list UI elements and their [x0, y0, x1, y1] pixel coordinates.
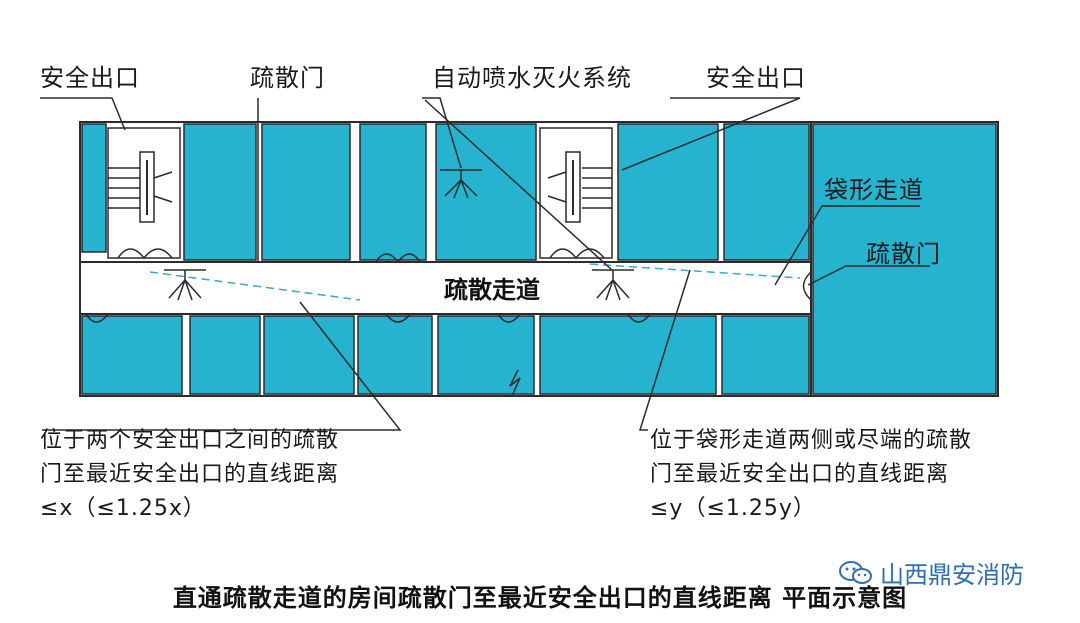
note-right-line-2: 门至最近安全出口的直线距离	[650, 462, 950, 487]
sprinkler-icon	[164, 169, 634, 301]
diagram-caption: 直通疏散走道的房间疏散门至最近安全出口的直线距离 平面示意图	[172, 584, 908, 612]
note-left-line-3: ≤x（≤1.25x）	[40, 496, 206, 521]
note-right-line-1: 位于袋形走道两侧或尽端的疏散	[650, 428, 973, 453]
room	[437, 315, 535, 395]
watermark-text: 山西鼎安消防	[880, 561, 1024, 589]
label-door-top: 疏散门	[250, 64, 325, 92]
break-mark	[509, 369, 521, 397]
room	[183, 123, 257, 261]
label-corridor: 疏散走道	[444, 276, 540, 304]
room	[721, 315, 810, 395]
rooms	[81, 123, 997, 395]
watermark: 山西鼎安消防	[838, 555, 1024, 590]
note-right-line-3: ≤y（≤1.25y）	[650, 496, 816, 521]
room	[81, 123, 107, 253]
distance-lines	[149, 263, 801, 301]
building-outline	[79, 121, 999, 397]
stair-icon	[107, 127, 181, 259]
label-exit-left: 安全出口	[40, 64, 140, 92]
room	[189, 315, 261, 395]
room	[359, 123, 427, 261]
label-exit-right: 安全出口	[706, 64, 806, 92]
note-left-line-2: 门至最近安全出口的直线距离	[40, 462, 340, 487]
walls	[79, 121, 999, 397]
room	[81, 315, 183, 395]
room	[617, 123, 719, 261]
room	[357, 315, 433, 395]
room	[261, 123, 351, 261]
door-swing-icon	[85, 253, 812, 323]
room	[539, 315, 717, 395]
room	[435, 123, 537, 261]
note-left-line-1: 位于两个安全出口之间的疏散	[40, 428, 340, 453]
label-sprinkler: 自动喷水灭火系统	[432, 64, 632, 92]
leader-lines	[40, 97, 930, 431]
room	[263, 315, 355, 395]
room	[723, 123, 810, 261]
label-dead-end: 袋形走道	[824, 176, 924, 204]
stair-icon	[539, 127, 613, 259]
wechat-icon	[838, 559, 874, 587]
room	[812, 123, 997, 395]
label-door-right: 疏散门	[866, 240, 941, 268]
